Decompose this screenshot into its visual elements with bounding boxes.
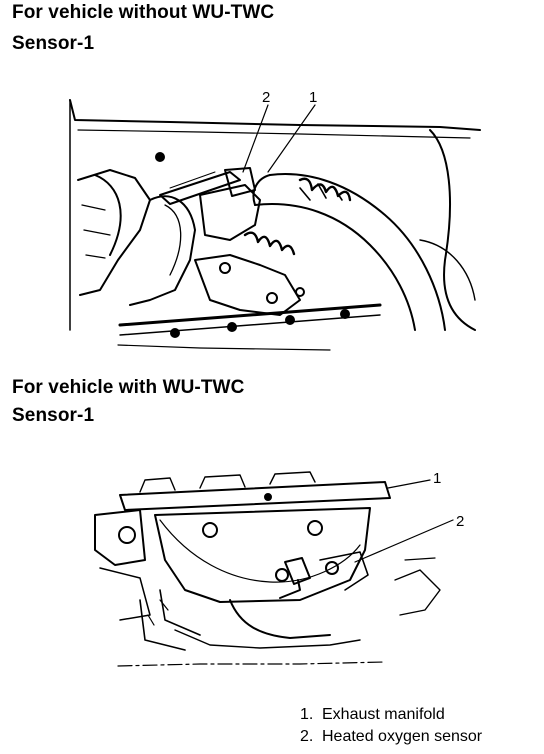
- section-b-subtitle: Sensor-1: [12, 405, 95, 426]
- legend-item-label: Exhaust manifold: [322, 706, 445, 723]
- legend-item-number: 1.: [300, 706, 314, 723]
- parts-legend: 1. Exhaust manifold 2. Heated oxygen senso…: [300, 704, 482, 748]
- legend-item-label: Heated oxygen sensor: [322, 728, 483, 745]
- section-a-subtitle: Sensor-1: [12, 33, 95, 54]
- callout-2-label: 2: [262, 89, 270, 106]
- section-a-title: For vehicle without WU-TWC: [12, 2, 275, 23]
- callout-1-label: 1: [433, 470, 441, 487]
- callout-1-label: 1: [309, 89, 317, 106]
- callout-2-label: 2: [456, 513, 464, 530]
- legend-item: 2. Heated oxygen sensor: [300, 726, 482, 748]
- engine-illustration-with-wu-twc: 1 2: [94, 470, 464, 667]
- engine-bay-illustration-without-wu-twc: 2 1: [69, 89, 481, 351]
- legend-item-number: 2.: [300, 728, 314, 745]
- legend-item: 1. Exhaust manifold: [300, 704, 482, 726]
- section-b-title: For vehicle with WU-TWC: [12, 377, 245, 398]
